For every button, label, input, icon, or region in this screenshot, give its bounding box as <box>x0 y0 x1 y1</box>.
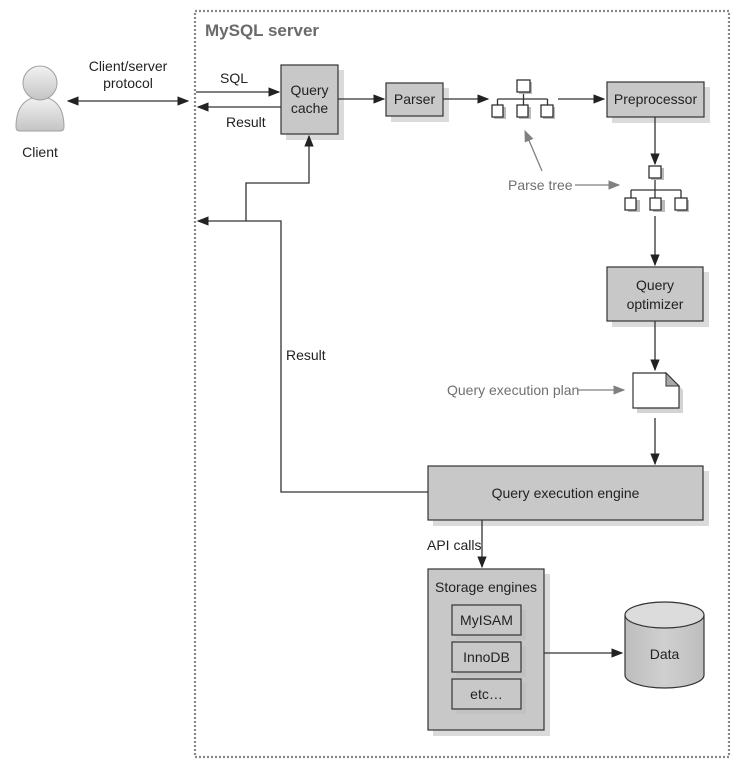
query-optimizer-line1: Query <box>636 277 674 293</box>
parser-box: Parser <box>385 82 449 122</box>
sql-label: SQL <box>220 70 248 86</box>
result-label-top: Result <box>226 114 266 130</box>
server-title: MySQL server <box>205 21 319 40</box>
storage-engine-myisam: MyISAM <box>460 612 513 628</box>
storage-engine-etc: etc… <box>470 686 503 702</box>
parse-tree-label: Parse tree <box>508 177 573 193</box>
user-icon <box>15 65 65 132</box>
storage-engine-item: InnoDB <box>451 641 526 677</box>
storage-engine-innodb: InnoDB <box>463 649 510 665</box>
client: Client <box>15 65 65 160</box>
query-cache-line2: cache <box>291 100 329 116</box>
query-optimizer-line2: optimizer <box>627 296 684 312</box>
storage-engines-box: Storage engines MyISAM InnoDB etc… <box>427 568 550 736</box>
result-label-left: Result <box>286 347 326 363</box>
parse-tree-pointer-up <box>524 129 543 172</box>
client-label: Client <box>22 144 58 160</box>
preprocessor-box: Preprocessor <box>606 81 710 123</box>
storage-engines-title: Storage engines <box>435 579 537 595</box>
data-label: Data <box>650 646 680 662</box>
api-calls-label: API calls <box>427 537 481 553</box>
parser-label: Parser <box>394 91 436 107</box>
preprocessor-label: Preprocessor <box>614 91 698 107</box>
storage-engine-item: etc… <box>451 678 526 714</box>
document-icon <box>632 371 683 413</box>
result-to-cache-path <box>245 134 314 221</box>
protocol-label-line1: Client/server <box>89 58 168 74</box>
protocol-label-line2: protocol <box>103 75 153 91</box>
parse-tree-icon <box>624 165 689 212</box>
query-cache-line1: Query <box>290 82 328 98</box>
execution-plan-label: Query execution plan <box>447 382 579 398</box>
database-icon: Data <box>624 601 705 689</box>
storage-engine-item: MyISAM <box>451 604 526 640</box>
query-optimizer-box: Query optimizer <box>606 266 709 327</box>
parse-tree-icon <box>491 79 555 119</box>
result-return-path <box>196 216 428 493</box>
query-cache-box: Query cache <box>280 64 344 140</box>
query-execution-engine-box: Query execution engine <box>427 465 709 526</box>
execution-engine-label: Query execution engine <box>492 485 640 501</box>
